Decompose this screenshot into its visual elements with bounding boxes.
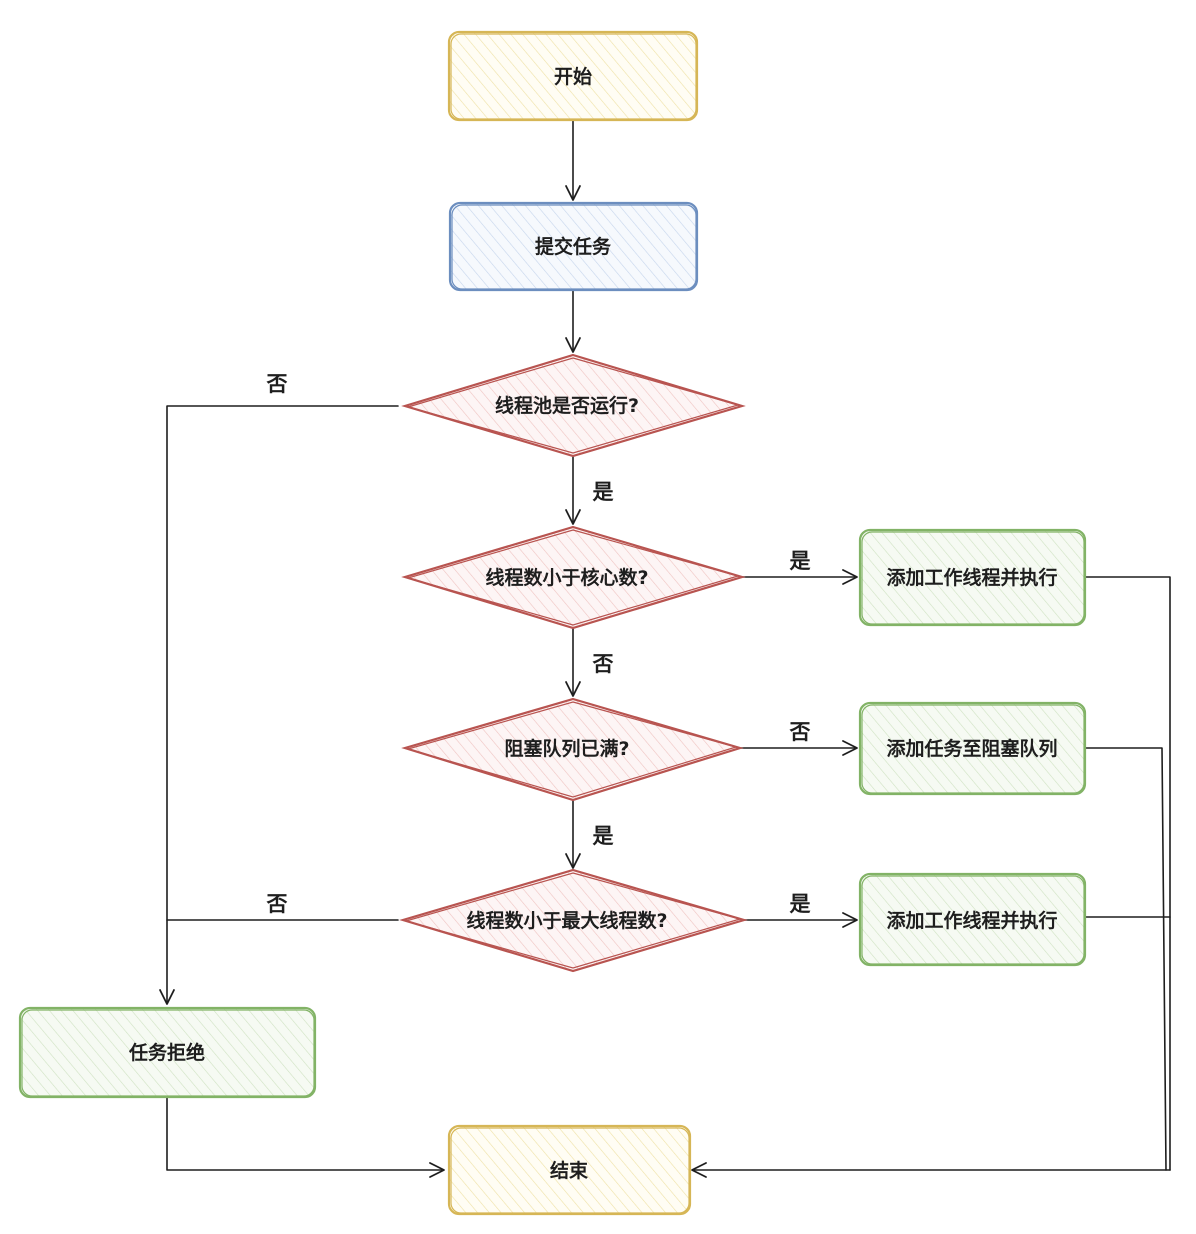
arrowhead-icon [565, 337, 581, 353]
node-reject-label: 任务拒绝 [128, 1041, 205, 1064]
arrowhead-icon [565, 853, 581, 869]
node-start-label: 开始 [554, 65, 592, 88]
label-max-yes: 是 [790, 892, 811, 916]
node-add-worker-2-label: 添加工作线程并执行 [886, 909, 1057, 932]
node-add-worker-1-label: 添加工作线程并执行 [886, 566, 1057, 589]
arrowhead-icon [565, 185, 581, 201]
label-running-yes: 是 [593, 480, 614, 504]
node-add-worker-2: 添加工作线程并执行 [858, 872, 1087, 967]
label-running-no: 否 [267, 372, 288, 396]
node-add-to-queue: 添加任务至阻塞队列 [858, 701, 1087, 796]
arrowhead-icon [429, 1162, 445, 1178]
edge-labels: 否 是 是 否 否 是 否 是 [267, 372, 811, 916]
decision-less-than-core-label: 线程数小于核心数? [485, 566, 648, 589]
edge-queue-to-end [1085, 747, 1167, 1171]
label-core-yes: 是 [790, 549, 811, 573]
arrowhead-icon [842, 740, 858, 756]
arrowhead-icon [565, 509, 581, 525]
label-core-no: 否 [593, 652, 614, 676]
node-start: 开始 [447, 30, 699, 122]
edges [159, 119, 1171, 1178]
arrowhead-icon [159, 989, 175, 1005]
node-end-label: 结束 [550, 1159, 589, 1182]
decision-queue-full: 阻塞队列已满? [401, 697, 744, 802]
arrowhead-icon [691, 1162, 707, 1178]
label-queue-no: 否 [790, 720, 811, 744]
decision-less-than-core: 线程数小于核心数? [401, 525, 746, 630]
edge-worker1-to-end [1085, 576, 1171, 1171]
node-submit-label: 提交任务 [535, 235, 612, 258]
label-queue-yes: 是 [593, 824, 614, 848]
node-add-to-queue-label: 添加任务至阻塞队列 [886, 737, 1057, 760]
edge-running-no [166, 405, 399, 1003]
arrowhead-icon [565, 681, 581, 697]
decision-pool-running: 线程池是否运行? [401, 353, 746, 458]
node-submit: 提交任务 [448, 201, 699, 292]
decision-less-than-max: 线程数小于最大线程数? [399, 868, 748, 973]
decision-queue-full-label: 阻塞队列已满? [504, 737, 629, 760]
arrowhead-icon [842, 912, 858, 928]
node-reject: 任务拒绝 [18, 1006, 317, 1099]
decision-pool-running-label: 线程池是否运行? [495, 394, 639, 417]
edge-reject-to-end [166, 1096, 443, 1171]
node-end: 结束 [447, 1124, 692, 1216]
label-max-no: 否 [267, 892, 288, 916]
node-add-worker-1: 添加工作线程并执行 [858, 528, 1087, 627]
arrowhead-icon [842, 569, 858, 585]
decision-less-than-max-label: 线程数小于最大线程数? [466, 909, 667, 932]
